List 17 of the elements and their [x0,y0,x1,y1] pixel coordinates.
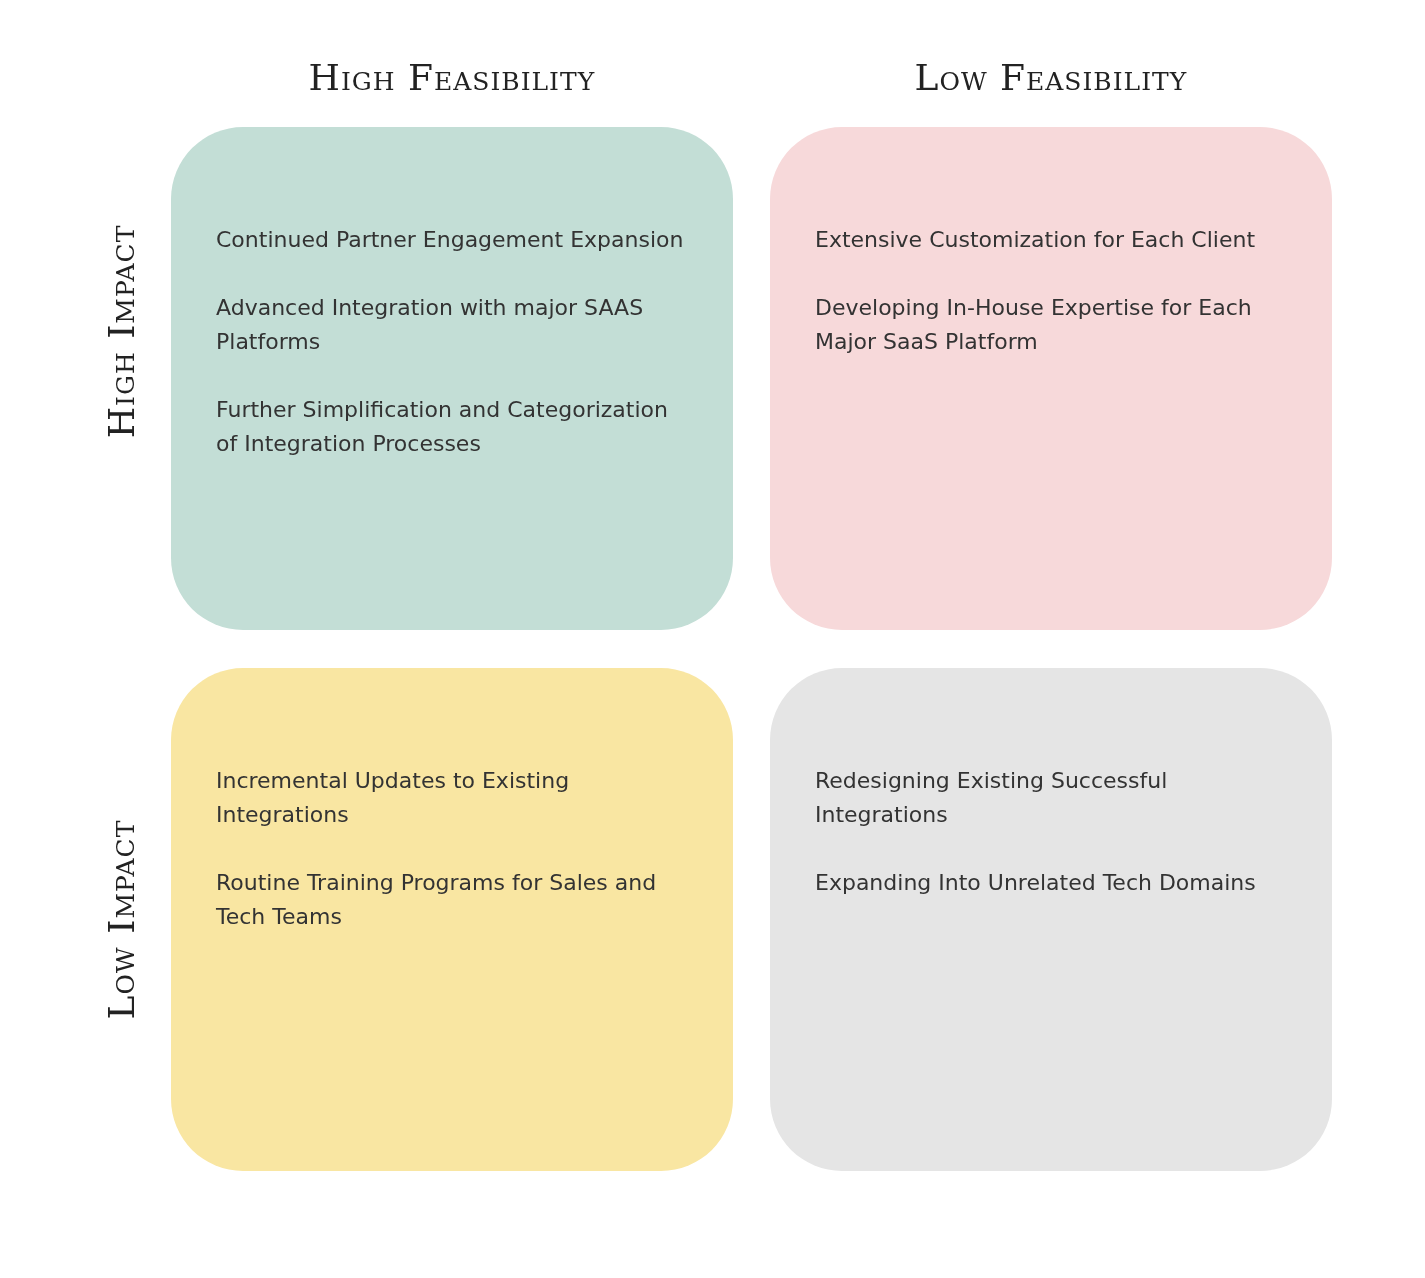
quadrant-card [770,127,1332,630]
item-text: Developing In-House Expertise for Each Major SaaS Platform [815,294,1253,356]
column-heading: High Feasibility [308,56,596,98]
item-text: Expanding Into Unrelated Tech Domains [815,869,1257,897]
item-text: Further Simplification and Categorization of Integration Processes [216,396,669,458]
column-heading: Low Feasibility [914,56,1188,98]
row-heading: Low Impact [101,819,143,1019]
item-text: Incremental Updates to Existing Integrations [216,767,571,829]
item-text: Extensive Customization for Each Client [815,226,1257,254]
quadrant-card [770,668,1332,1171]
item-text: Advanced Integration with major SAAS Platforms [216,294,645,356]
item-text: Routine Training Programs for Sales and Tech Teams [216,869,658,931]
item-text: Continued Partner Engagement Expansion [216,226,685,254]
quadrant-card [171,668,733,1171]
quadrant-card [171,127,733,630]
row-heading: High Impact [101,224,143,438]
item-text: Redesigning Existing Successful Integrations [815,767,1169,829]
